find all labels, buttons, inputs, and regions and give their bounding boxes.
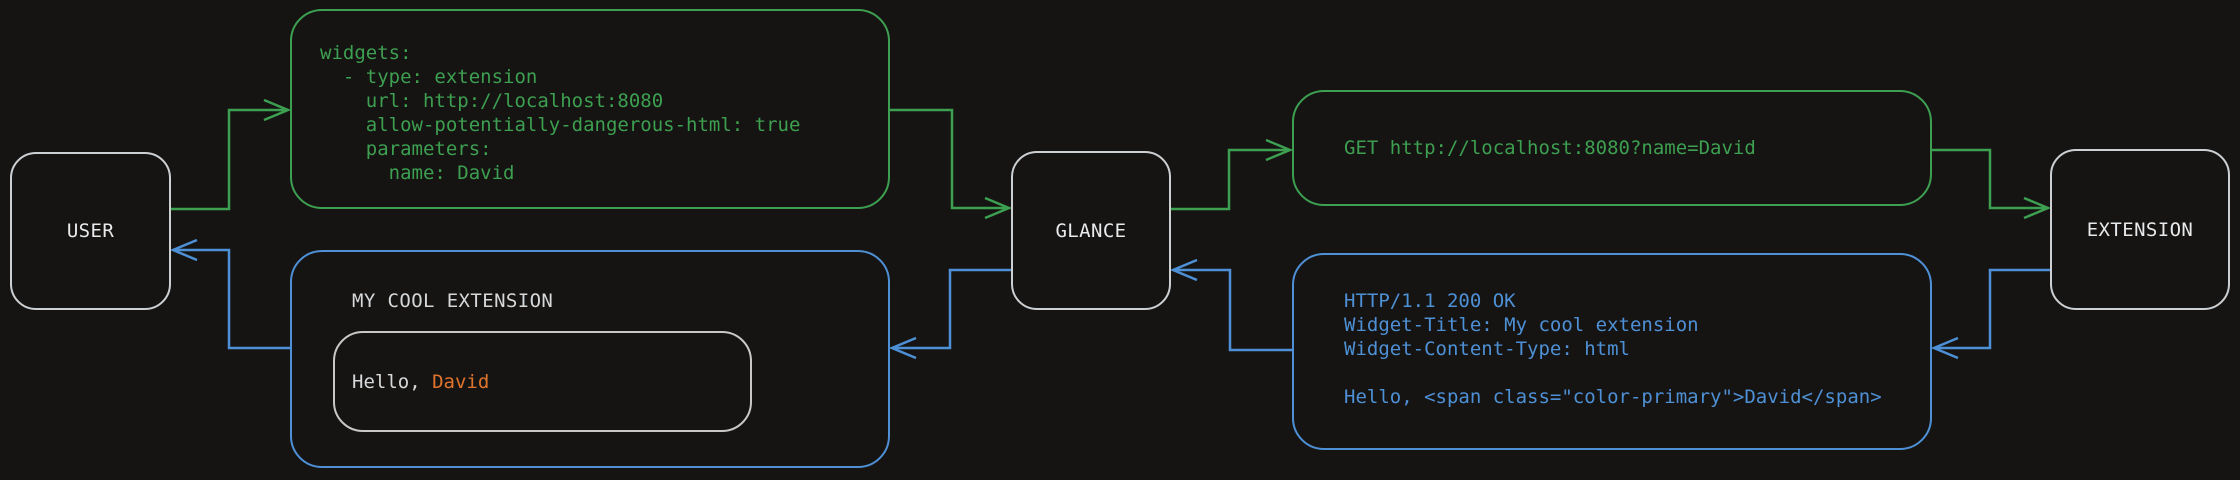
node-user-label: USER xyxy=(66,220,115,242)
wire-glance-to-request xyxy=(1171,148,1290,211)
widget-title: MY COOL EXTENSION xyxy=(352,290,554,312)
greeting-name: David xyxy=(432,370,490,393)
arrowhead-into-user xyxy=(169,238,198,262)
wire-glance-to-widget xyxy=(892,268,1011,350)
http-request-code: GET http://localhost:8080?name=David xyxy=(1344,137,1756,159)
http-request-box: GET http://localhost:8080?name=David xyxy=(1292,90,1932,206)
wire-request-to-extension xyxy=(1932,148,2048,210)
arrowhead-into-extension xyxy=(2023,196,2052,220)
http-response-box: HTTP/1.1 200 OK Widget-Title: My cool ex… xyxy=(1292,253,1932,450)
node-glance-label: GLANCE xyxy=(1055,219,1127,242)
wire-extension-to-response xyxy=(1934,268,2050,350)
arrowhead-into-glance-right xyxy=(1169,258,1198,282)
request-wires xyxy=(171,98,2052,220)
greeting-prefix: Hello, xyxy=(352,370,433,393)
arrowhead-into-widget xyxy=(888,336,917,360)
node-extension: EXTENSION xyxy=(2050,149,2230,310)
wire-config-to-glance xyxy=(890,108,1009,210)
widget-greeting: Hello, David xyxy=(335,371,489,393)
wire-user-to-config xyxy=(171,108,288,211)
arrowhead-into-config xyxy=(263,98,292,122)
wire-response-to-glance xyxy=(1173,268,1292,352)
config-yaml-code: widgets: - type: extension url: http://l… xyxy=(320,42,801,184)
node-extension-label: EXTENSION xyxy=(2086,218,2194,241)
node-user: USER xyxy=(10,152,171,310)
rendered-widget-box: MY COOL EXTENSION Hello, David xyxy=(290,250,890,468)
arrowhead-into-glance-left xyxy=(984,196,1013,220)
wire-widget-to-user xyxy=(173,248,290,350)
config-yaml-box: widgets: - type: extension url: http://l… xyxy=(290,9,890,209)
http-response-code: HTTP/1.1 200 OK Widget-Title: My cool ex… xyxy=(1344,290,1882,408)
arrowhead-into-response xyxy=(1930,336,1959,360)
arrowhead-into-request xyxy=(1265,138,1294,162)
node-glance: GLANCE xyxy=(1011,151,1171,310)
widget-greeting-box: Hello, David xyxy=(333,331,752,432)
response-wires xyxy=(169,238,2050,360)
